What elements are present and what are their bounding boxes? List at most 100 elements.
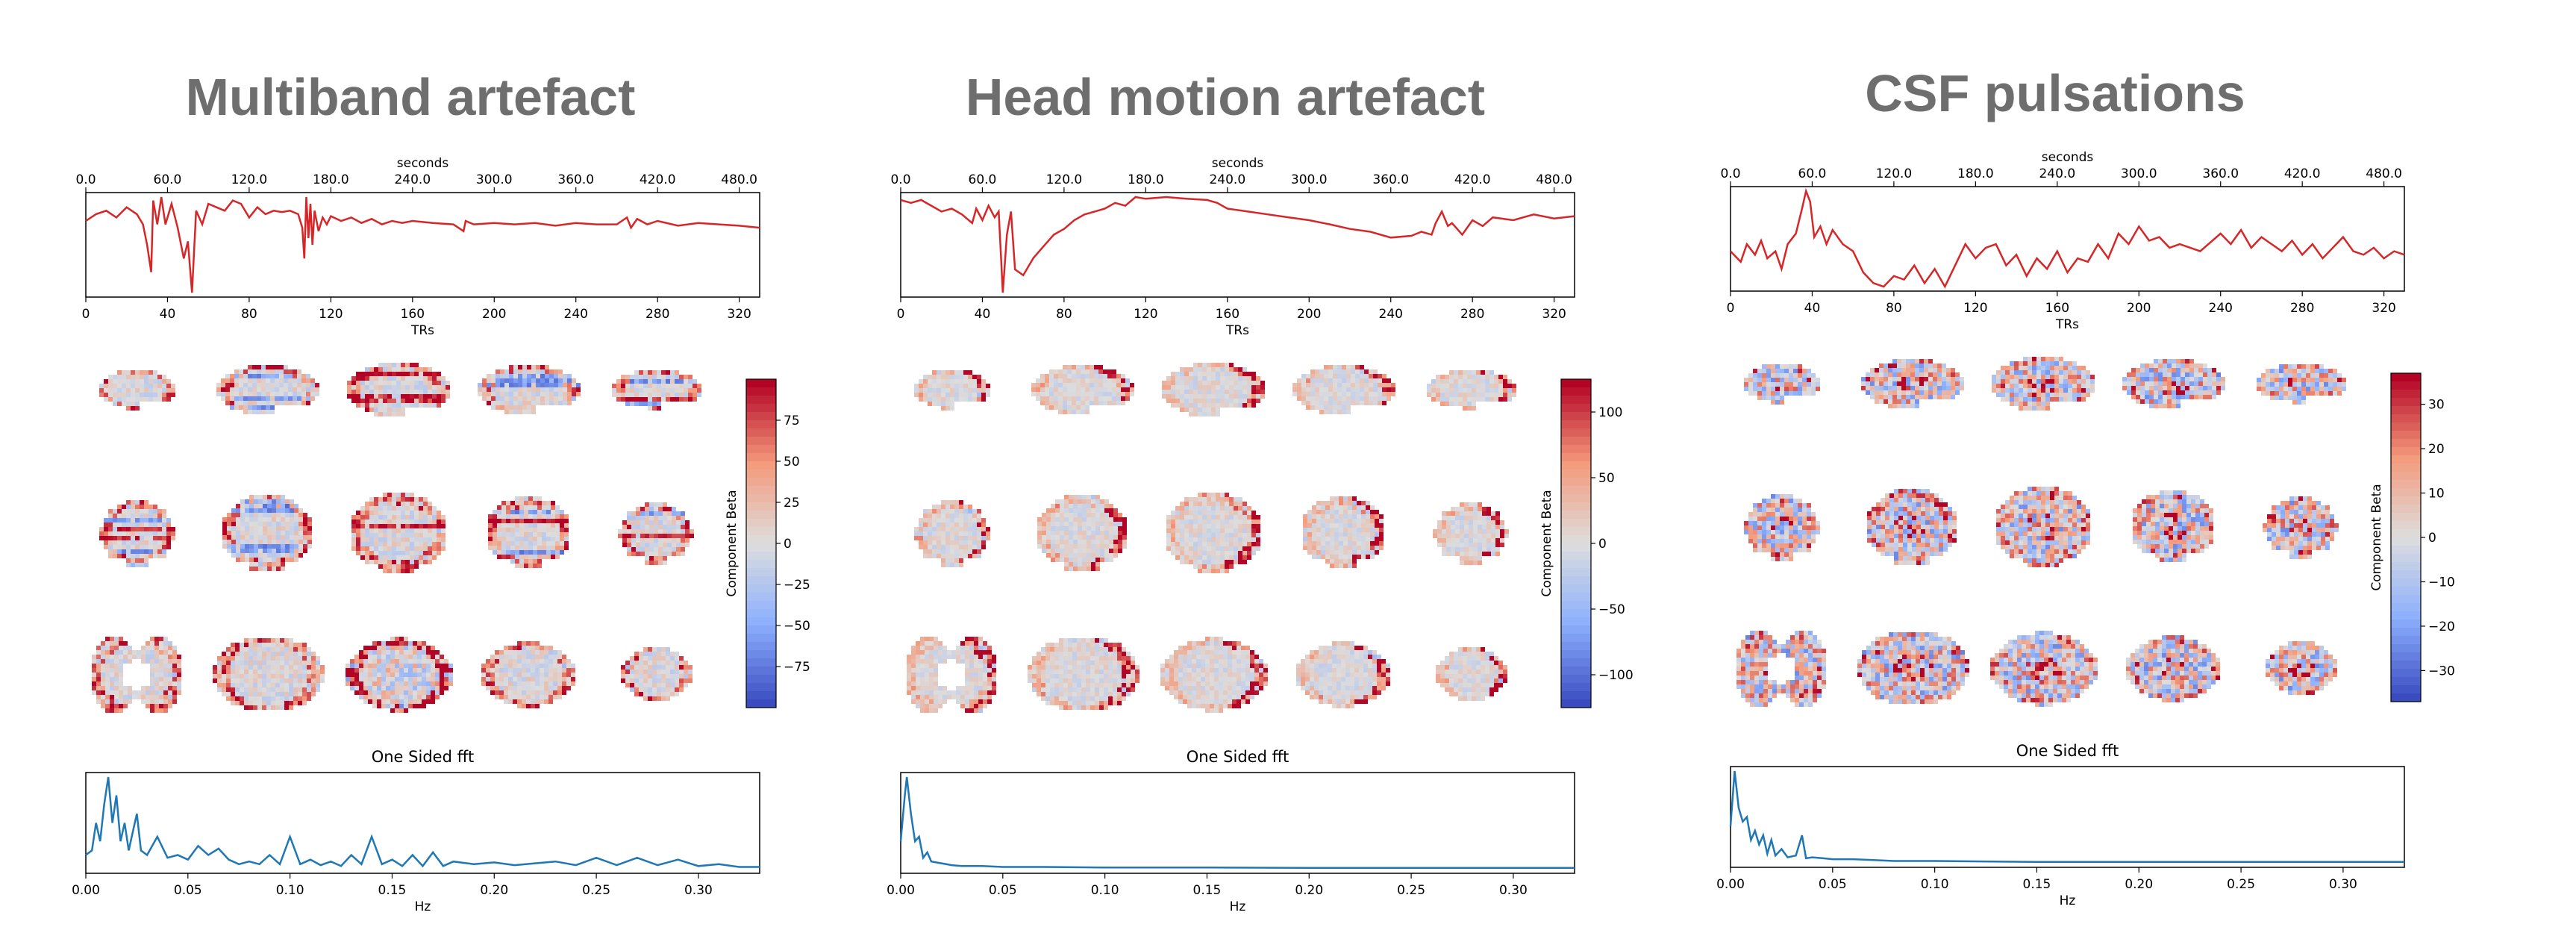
voxel xyxy=(508,677,513,681)
voxel xyxy=(231,687,235,692)
voxel xyxy=(1045,387,1049,392)
voxel xyxy=(441,394,446,399)
voxel xyxy=(519,541,524,546)
voxel xyxy=(252,378,257,383)
voxel xyxy=(1234,376,1238,381)
voxel xyxy=(531,655,535,659)
voxel xyxy=(428,528,432,533)
voxel xyxy=(1046,553,1051,558)
voxel xyxy=(1342,369,1346,374)
voxel xyxy=(417,699,422,704)
voxel xyxy=(1333,369,1337,374)
voxel xyxy=(144,500,149,505)
colorbar-segment xyxy=(746,428,776,437)
voxel xyxy=(500,405,504,410)
voxel xyxy=(263,549,267,553)
voxel xyxy=(1364,378,1369,383)
voxel xyxy=(1346,401,1351,405)
voxel xyxy=(670,678,675,683)
voxel xyxy=(1373,387,1378,392)
voxel xyxy=(1058,383,1063,387)
voxel xyxy=(1207,515,1211,520)
voxel xyxy=(1229,542,1234,546)
voxel xyxy=(630,402,634,406)
voxel xyxy=(963,388,968,393)
voxel xyxy=(1337,396,1342,401)
voxel xyxy=(163,686,168,690)
voxel xyxy=(381,650,386,655)
voxel xyxy=(527,365,531,369)
voxel xyxy=(533,550,537,555)
voxel xyxy=(1242,403,1247,408)
voxel xyxy=(140,384,144,388)
voxel xyxy=(1489,393,1494,397)
voxel xyxy=(432,537,437,542)
voxel xyxy=(667,520,672,525)
voxel xyxy=(1211,408,1216,412)
voxel xyxy=(386,659,390,664)
voxel xyxy=(346,668,350,673)
voxel xyxy=(658,561,663,565)
voxel xyxy=(1175,520,1180,524)
voxel xyxy=(649,529,654,534)
voxel xyxy=(1256,542,1260,546)
voxel xyxy=(1315,369,1319,374)
voxel xyxy=(126,545,131,549)
voxel xyxy=(1485,370,1489,375)
voxel xyxy=(101,655,105,659)
voxel xyxy=(478,392,482,396)
voxel xyxy=(437,403,441,408)
voxel xyxy=(141,646,146,650)
voxel xyxy=(399,704,404,708)
voxel xyxy=(401,564,405,569)
voxel xyxy=(253,674,257,678)
voxel xyxy=(1445,402,1449,406)
voxel xyxy=(663,547,667,552)
voxel xyxy=(1346,405,1351,410)
voxel xyxy=(1467,375,1472,379)
voxel xyxy=(226,647,231,652)
voxel xyxy=(390,704,395,708)
voxel xyxy=(276,513,281,517)
voxel xyxy=(303,549,307,553)
voxel xyxy=(522,686,526,690)
voxel xyxy=(252,374,257,378)
voxel xyxy=(1225,506,1229,511)
voxel xyxy=(1342,401,1346,405)
voxel xyxy=(1507,388,1512,393)
voxel xyxy=(549,374,554,378)
voxel xyxy=(1306,401,1310,405)
voxel xyxy=(122,531,126,536)
voxel xyxy=(405,497,410,502)
voxel xyxy=(141,659,146,664)
voxel xyxy=(1342,383,1346,387)
voxel xyxy=(528,546,533,550)
voxel xyxy=(297,378,301,383)
voxel xyxy=(1476,379,1481,384)
voxel xyxy=(1256,515,1260,520)
voxel xyxy=(254,549,258,553)
voxel xyxy=(275,369,279,374)
voxel xyxy=(131,531,135,536)
voxel xyxy=(640,534,645,538)
voxel xyxy=(1073,526,1078,531)
voxel xyxy=(423,528,428,533)
voxel xyxy=(135,531,140,536)
voxel xyxy=(945,536,950,540)
voxel xyxy=(248,656,253,661)
voxel xyxy=(1175,546,1180,551)
voxel xyxy=(546,505,551,510)
voxel xyxy=(1297,383,1301,387)
voxel xyxy=(166,379,171,384)
voxel xyxy=(226,665,231,670)
voxel xyxy=(1216,511,1220,515)
voxel xyxy=(972,379,977,384)
voxel xyxy=(1125,392,1130,396)
x2-tick-label: 120.0 xyxy=(1046,172,1083,187)
voxel xyxy=(225,383,230,387)
voxel xyxy=(257,392,261,396)
voxel xyxy=(168,655,172,659)
x-axis-label: TRs xyxy=(1225,323,1249,338)
voxel xyxy=(378,515,383,520)
